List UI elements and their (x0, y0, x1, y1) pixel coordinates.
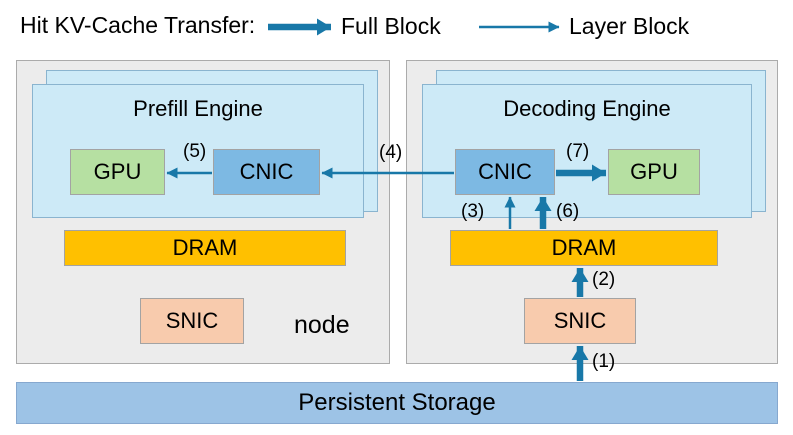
decoding-snic-box: SNIC (524, 298, 636, 344)
decoding-cnic-box: CNIC (455, 149, 555, 195)
legend-title: Hit KV-Cache Transfer: (20, 12, 256, 38)
decoding-engine-title: Decoding Engine (503, 96, 671, 121)
arrow-7-label: (7) (566, 141, 590, 162)
node-label: node (294, 311, 350, 339)
arrow-4-label: (4) (379, 142, 403, 163)
decoding-gpu-box: GPU (608, 149, 700, 195)
legend-full-block-label: Full Block (341, 13, 441, 39)
arrow-3-label: (3) (461, 201, 485, 222)
arrow-6-label: (6) (556, 201, 580, 222)
prefill-gpu-box: GPU (70, 149, 165, 195)
prefill-engine-title: Prefill Engine (133, 96, 263, 121)
arrow-1-label: (1) (592, 351, 616, 372)
prefill-cnic-box: CNIC (213, 149, 320, 195)
arrow-2-label: (2) (592, 269, 616, 290)
persistent-storage-bar: Persistent Storage (16, 382, 778, 424)
prefill-snic-box: SNIC (140, 298, 244, 344)
legend-layer-block-label: Layer Block (569, 13, 690, 39)
arrow-5-label: (5) (183, 141, 207, 162)
decoding-dram-box: DRAM (450, 230, 718, 266)
prefill-dram-box: DRAM (64, 230, 346, 266)
